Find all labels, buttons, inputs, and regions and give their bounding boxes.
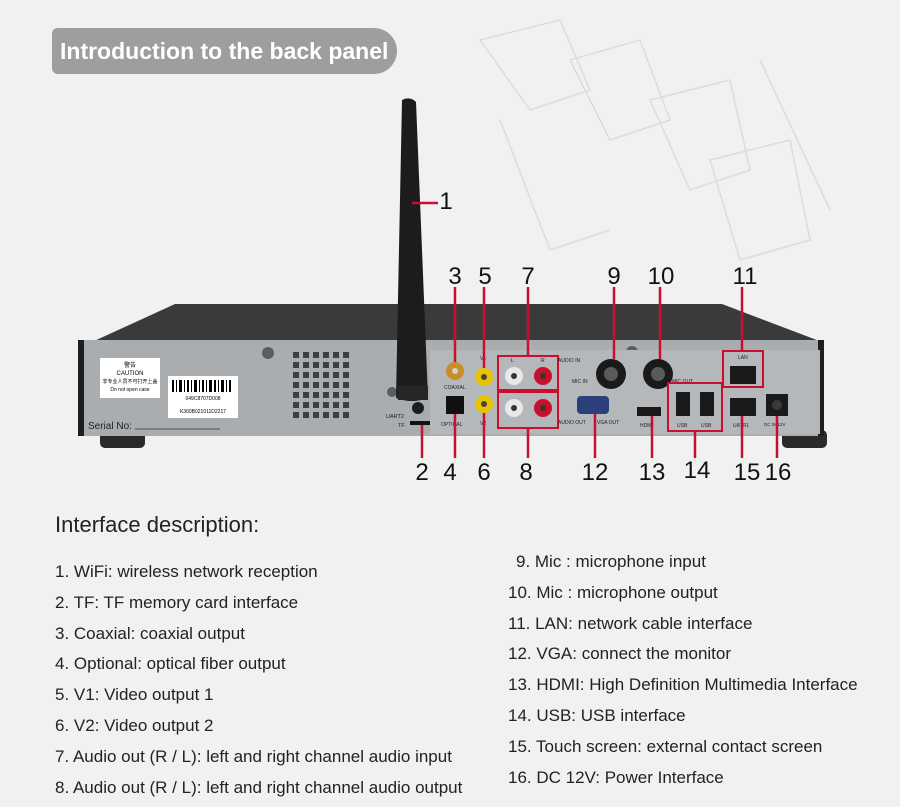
section-title: Interface description:	[55, 512, 260, 537]
callout-9: 9	[607, 263, 621, 290]
callout-4: 4	[443, 459, 457, 486]
caution-en: CAUTION	[117, 371, 144, 377]
caution-cn: 非专业人员不可打开上盖	[102, 378, 157, 385]
description-item: 3. Coaxial: coaxial output	[55, 623, 245, 643]
audio-in-l-label: L	[511, 358, 514, 364]
device-top	[92, 304, 822, 342]
usb-port-1	[676, 392, 690, 416]
tf-label: TF	[398, 423, 405, 429]
uatr1-port	[730, 398, 756, 416]
callout-15: 15	[733, 459, 761, 486]
description-item: 8. Audio out (R / L): left and right cha…	[55, 777, 463, 797]
description-item: 16. DC 12V: Power Interface	[508, 767, 724, 787]
callout-8: 8	[519, 459, 533, 486]
usb-port-2	[700, 392, 714, 416]
callout-10: 10	[647, 263, 675, 290]
banner-title: Introduction to the back panel	[60, 38, 389, 64]
mic-in-label: MIC IN	[572, 379, 588, 385]
vga-label: VGA OUT	[597, 420, 619, 426]
description-item: 11. LAN: network cable interface	[508, 613, 753, 633]
callout-14: 14	[683, 457, 711, 484]
description-list-left: 1. WiFi: wireless network reception 2. T…	[55, 557, 462, 803]
callout-11: 11	[732, 263, 758, 290]
description-item: 4. Optional: optical fiber output	[55, 654, 286, 674]
audio-out-label: AUDIO OUT	[558, 420, 586, 426]
vga-port	[577, 396, 609, 414]
callout-1: 1	[439, 188, 453, 215]
description-item: 2. TF: TF memory card interface	[55, 592, 299, 612]
caution-en2: Do not open case	[110, 387, 149, 393]
description-item: 12. VGA: connect the monitor	[508, 644, 732, 664]
wifi-antenna	[396, 98, 428, 402]
vent-grille	[293, 352, 349, 418]
description-item: 7. Audio out (R / L): left and right cha…	[55, 746, 452, 766]
optical-port	[446, 396, 464, 414]
callout-3: 3	[448, 263, 462, 290]
lan-label: LAN	[738, 355, 748, 361]
audio-in-r-label: R	[541, 358, 545, 364]
description-item: 10. Mic : microphone output	[508, 582, 718, 602]
callout-lines	[412, 201, 779, 458]
uart2-port	[412, 402, 424, 414]
optical-label: OPTICAL	[441, 422, 463, 428]
uart2-label: UART2	[386, 414, 404, 420]
description-item: 5. V1: Video output 1	[55, 685, 214, 705]
screw-icon	[262, 347, 274, 359]
screw-icon	[387, 387, 397, 397]
dc-label: DC IN 12V	[764, 422, 786, 427]
callout-5: 5	[478, 263, 492, 290]
connector-plate	[430, 350, 820, 434]
callout-12: 12	[581, 459, 609, 486]
audio-in-label: AUDIO IN	[558, 358, 581, 364]
description-item: 13. HDMI: High Definition Multimedia Int…	[508, 675, 858, 695]
description-item: 14. USB: USB interface	[508, 705, 686, 725]
callout-7: 7	[521, 263, 535, 290]
tf-slot	[410, 421, 436, 425]
hdmi-label: HDMI	[640, 423, 653, 429]
caution-title: 警告	[124, 361, 136, 369]
description-item: 15. Touch screen: external contact scree…	[508, 736, 823, 756]
callout-6: 6	[477, 459, 491, 486]
callout-13: 13	[638, 459, 666, 486]
description-item: 9. Mic : microphone input	[516, 552, 706, 571]
serial-label: Serial No:	[88, 421, 132, 432]
lan-port	[730, 366, 756, 384]
page-banner: Introduction to the back panel	[52, 28, 397, 74]
description-item: 6. V2: Video output 2	[55, 715, 214, 735]
description-item: 1. WiFi: wireless network reception	[55, 562, 318, 581]
hdmi-port	[637, 407, 661, 416]
barcode-bottom-text: K360B021011D2217	[180, 409, 226, 415]
barcode-top-text: 049C8707D008	[185, 396, 220, 402]
usb-label-1: USB	[677, 423, 688, 429]
callout-2: 2	[415, 459, 429, 486]
callout-16: 16	[764, 459, 792, 486]
description-list-right: 9. Mic : microphone input 10. Mic : micr…	[508, 547, 858, 793]
caution-sticker	[100, 358, 160, 398]
device-back-panel: 警告 CAUTION 非专业人员不可打开上盖 Do not open case …	[78, 98, 827, 458]
usb-label-2: USB	[701, 423, 712, 429]
barcode-icon	[172, 380, 231, 392]
coaxial-label: COAXIAL	[444, 385, 466, 391]
